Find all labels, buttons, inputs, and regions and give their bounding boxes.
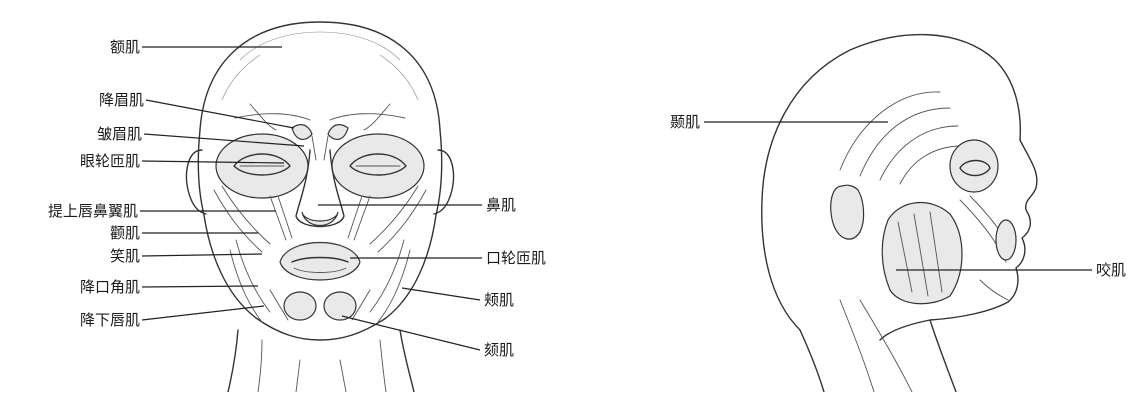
front-head-illustration (187, 22, 454, 392)
label-buccinator: 颊肌 (484, 291, 514, 309)
label-zygomaticus: 颧肌 (82, 224, 140, 242)
side-head-illustration (762, 35, 1037, 392)
label-masseter: 咬肌 (1096, 261, 1126, 279)
label-frontalis: 额肌 (82, 38, 140, 56)
label-corrugator: 皱眉肌 (62, 125, 142, 143)
label-levator-labii-alaeque: 提上唇鼻翼肌 (8, 202, 138, 220)
label-procerus: 降眉肌 (64, 91, 144, 109)
label-depressor-anguli-oris: 降口角肌 (40, 278, 140, 296)
label-orbicularis-oris: 口轮匝肌 (486, 249, 546, 267)
label-nasalis: 鼻肌 (486, 196, 516, 214)
label-mentalis: 颏肌 (484, 341, 514, 359)
label-orbicularis-oculi: 眼轮匝肌 (40, 152, 140, 170)
label-risorius: 笑肌 (82, 247, 140, 265)
leader-lines (140, 47, 1092, 350)
label-depressor-labii-inferioris: 降下唇肌 (40, 311, 140, 329)
label-temporalis: 颞肌 (640, 113, 700, 131)
